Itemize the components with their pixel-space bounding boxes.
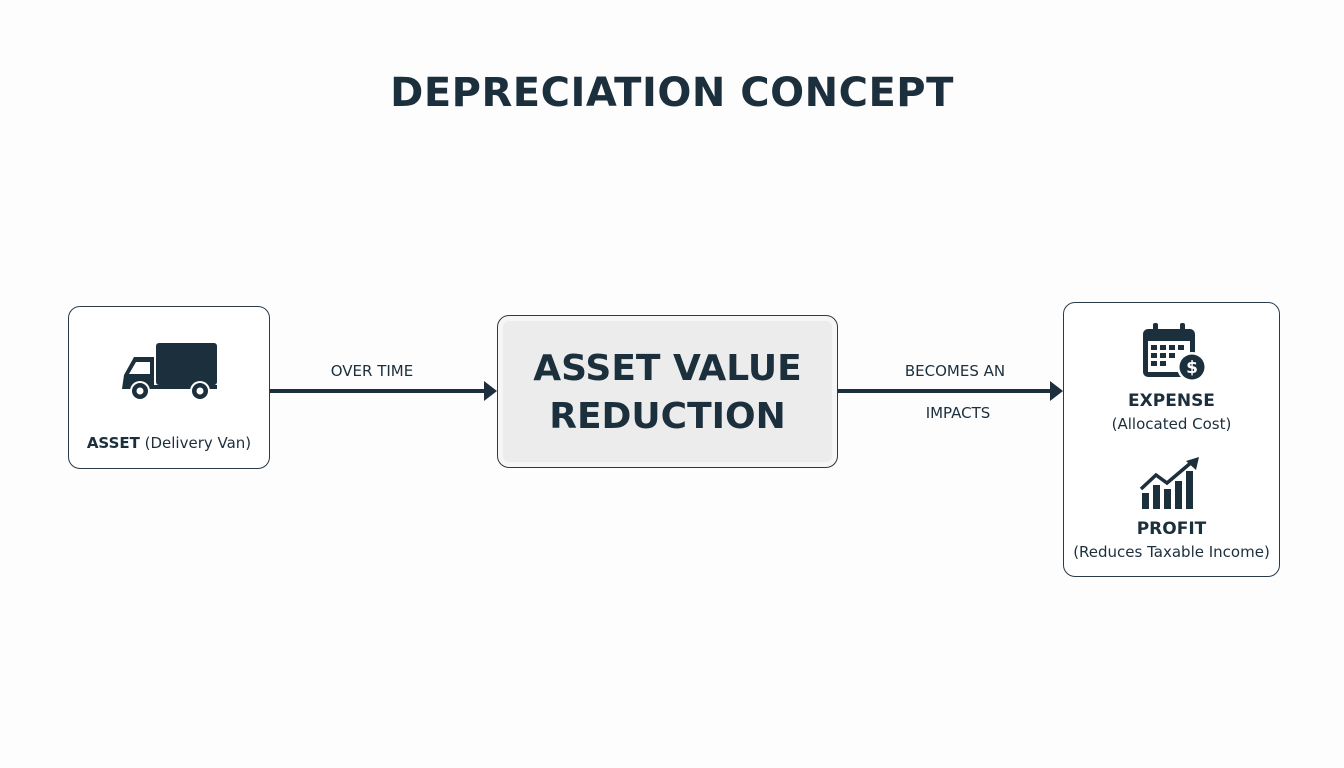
- arrow-over-time: [270, 381, 497, 401]
- reduction-line-1: ASSET VALUE: [533, 348, 802, 389]
- growth-chart-icon: [1139, 457, 1199, 509]
- reduction-text: ASSET VALUE REDUCTION: [498, 345, 837, 441]
- outcome-box: $ EXPENSE (Allocated Cost) PROFIT (Reduc…: [1063, 302, 1280, 577]
- asset-label-detail: (Delivery Van): [139, 434, 252, 452]
- delivery-van-icon: [122, 343, 217, 401]
- asset-value-reduction-box: ASSET VALUE REDUCTION: [497, 315, 838, 468]
- arrow-label-becomes-an: BECOMES AN: [904, 362, 1006, 380]
- arrow-label-over-time: OVER TIME: [330, 362, 414, 380]
- svg-text:$: $: [1186, 358, 1198, 378]
- arrow-label-impacts: IMPACTS: [925, 404, 991, 422]
- calendar-dollar-icon: $: [1143, 323, 1207, 382]
- profit-title: PROFIT: [1136, 519, 1207, 539]
- profit-subtitle: (Reduces Taxable Income): [1073, 543, 1270, 561]
- expense-title: EXPENSE: [1128, 391, 1215, 411]
- asset-label-bold: ASSET: [86, 434, 140, 452]
- asset-label: ASSET (Delivery Van): [69, 434, 269, 452]
- reduction-line-2: REDUCTION: [549, 396, 786, 437]
- diagram-title: DEPRECIATION CONCEPT: [390, 70, 954, 116]
- asset-box: ASSET (Delivery Van): [68, 306, 270, 469]
- arrow-becomes-an: [838, 381, 1063, 401]
- expense-subtitle: (Allocated Cost): [1111, 415, 1232, 433]
